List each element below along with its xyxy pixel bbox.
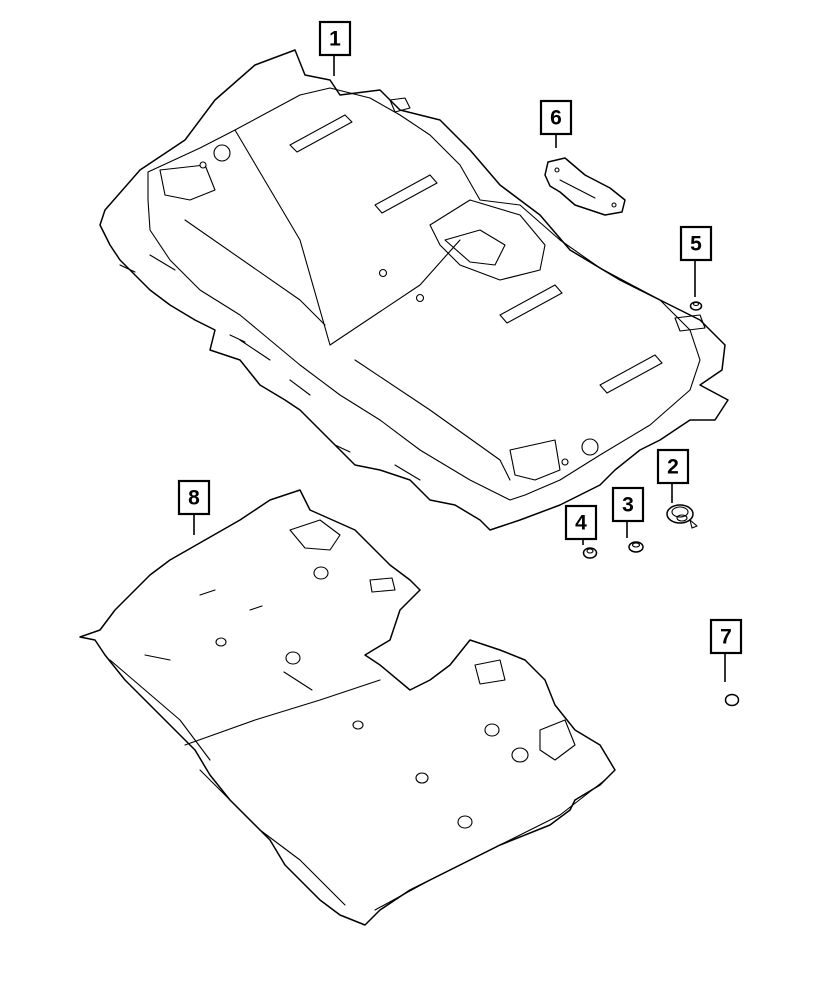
callout-label: 8 — [188, 487, 200, 510]
plug-part-4[interactable] — [582, 547, 598, 559]
floor-insulator-part-1[interactable] — [99, 49, 729, 531]
callout-4[interactable]: 4 — [564, 504, 598, 541]
callout-7[interactable]: 7 — [709, 618, 743, 655]
clip-part-5[interactable] — [689, 301, 703, 311]
callout-label: 2 — [667, 456, 679, 479]
grommet-part-2[interactable] — [666, 504, 698, 529]
callout-2[interactable]: 2 — [656, 448, 690, 485]
callout-label: 6 — [550, 107, 562, 130]
callout-8[interactable]: 8 — [177, 479, 211, 516]
callout-3[interactable]: 3 — [611, 486, 645, 523]
plug-part-3[interactable] — [628, 541, 644, 553]
cap-part-7[interactable] — [724, 693, 740, 707]
carpet-part-8[interactable] — [79, 489, 616, 926]
callout-6[interactable]: 6 — [539, 99, 573, 136]
bracket-part-6[interactable] — [544, 157, 626, 216]
callout-5[interactable]: 5 — [679, 225, 713, 262]
callout-label: 5 — [690, 233, 702, 256]
callout-label: 7 — [720, 626, 732, 649]
callout-label: 4 — [575, 512, 587, 535]
callout-label: 1 — [329, 28, 341, 51]
callout-label: 3 — [622, 494, 634, 517]
callout-1[interactable]: 1 — [318, 20, 352, 57]
